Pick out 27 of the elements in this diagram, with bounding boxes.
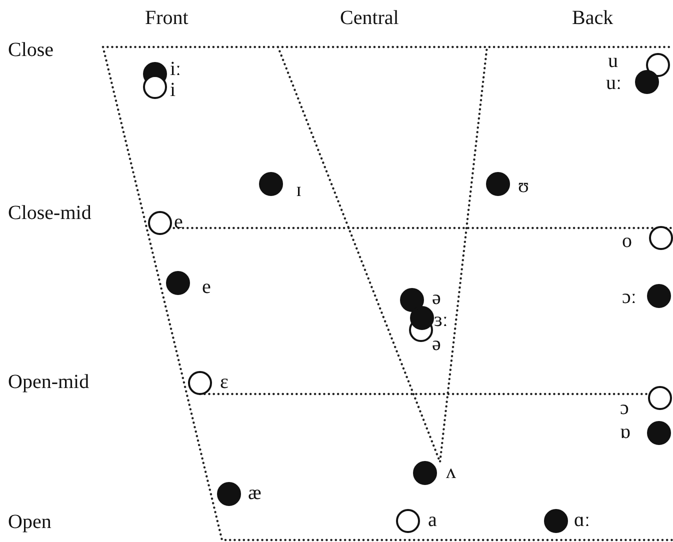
vowel-symbol: ɑː xyxy=(574,509,590,531)
vowel-symbol: ə xyxy=(432,333,441,355)
vowel-symbol: o xyxy=(622,230,632,252)
vowel-symbol: ɛ xyxy=(220,371,228,393)
vowel-symbol: e xyxy=(174,211,183,233)
row-heading: Open xyxy=(8,511,52,533)
vowel-symbol: ʊ xyxy=(518,175,529,197)
vowel-symbol: i xyxy=(170,79,176,101)
vowel-symbol: ɒ xyxy=(620,421,630,443)
vowel-symbol: e xyxy=(202,276,211,298)
column-heading: Central xyxy=(340,7,399,29)
vowel-symbol: a xyxy=(428,509,437,531)
vowel-symbol: iː xyxy=(170,58,182,80)
vowel-symbol: ɔ xyxy=(620,397,629,419)
row-heading: Open-mid xyxy=(8,371,90,393)
vowel-symbol: ə xyxy=(432,287,441,309)
vowel-symbol: ɜː xyxy=(434,309,448,331)
column-heading: Back xyxy=(572,7,614,29)
vowel-symbol: æ xyxy=(248,482,262,504)
vowel-symbol: u xyxy=(608,50,618,72)
vowel-symbol: ɔː xyxy=(622,286,636,308)
vowel-symbol: uː xyxy=(606,72,622,94)
vowel-symbol: ɪ xyxy=(296,179,302,201)
row-heading: Close-mid xyxy=(8,202,92,224)
vowel-symbol: ʌ xyxy=(446,461,456,483)
column-heading: Front xyxy=(145,7,188,29)
row-heading: Close xyxy=(8,39,54,61)
